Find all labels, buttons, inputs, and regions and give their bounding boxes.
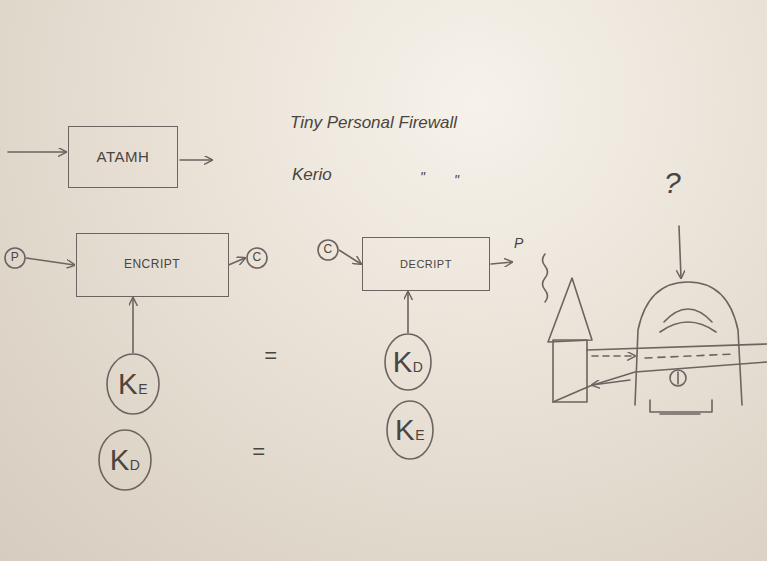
note-label: Kerio — [292, 166, 332, 185]
key-circle: KD — [98, 429, 152, 491]
key-circle: KE — [106, 353, 160, 415]
circle-outline — [99, 430, 151, 490]
node-text: KD — [110, 444, 141, 476]
circle-outline — [107, 354, 159, 414]
arrow-connector — [132, 298, 134, 353]
node-text: C — [252, 251, 261, 264]
circle-outline — [387, 401, 433, 459]
circle-outline — [318, 240, 338, 260]
circle-outline — [5, 248, 25, 268]
arrow-connector — [26, 258, 75, 265]
node-text: KE — [118, 368, 148, 400]
note-label: P — [514, 236, 523, 251]
note-label: " — [420, 170, 425, 185]
dome-sketch — [635, 226, 742, 414]
note-label: " — [454, 173, 459, 188]
castle-sketch — [543, 254, 767, 402]
node-text: KE — [395, 414, 425, 446]
arrow-connector — [339, 250, 361, 264]
node-text: KD — [393, 346, 424, 378]
note-label: Tiny Personal Firewall — [290, 114, 457, 133]
node-text: P — [11, 251, 20, 264]
process-box: ENCRIPT — [76, 233, 229, 297]
output-arrow — [491, 262, 512, 264]
node-text: ENCRIPT — [124, 258, 180, 271]
note-label: = — [252, 440, 265, 464]
key-circle: KD — [384, 333, 432, 391]
input-arrow — [8, 151, 66, 153]
circle-outline — [385, 334, 431, 390]
output-arrow — [180, 159, 212, 161]
note-label: = — [264, 344, 277, 368]
process-box: ATAMH — [68, 126, 178, 188]
note-label: ? — [664, 166, 681, 199]
arrow-connector — [229, 258, 246, 265]
circle-outline — [247, 248, 267, 268]
letter-circle: C — [246, 247, 268, 269]
process-box: DECRIPT — [362, 237, 490, 291]
node-text: C — [323, 243, 332, 256]
key-circle: KE — [386, 400, 434, 460]
arrow-connector — [407, 292, 409, 333]
node-text: ATAMH — [97, 149, 150, 166]
node-text: DECRIPT — [400, 258, 452, 270]
letter-circle: P — [4, 247, 26, 269]
letter-circle: C — [317, 239, 339, 261]
